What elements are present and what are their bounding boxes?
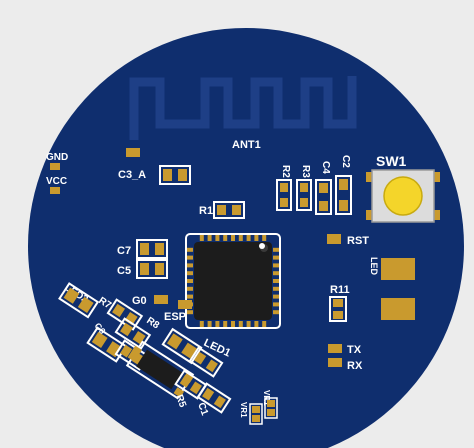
- c5-capacitor: [136, 259, 168, 279]
- chip-pin: [215, 321, 220, 327]
- chip-pin: [187, 310, 193, 315]
- c4-capacitor: C4: [315, 161, 332, 215]
- esp-pad: [178, 300, 192, 309]
- c7-capacitor: [136, 239, 168, 259]
- rx-label: RX: [347, 360, 363, 372]
- chip-pin: [231, 235, 235, 241]
- svg-text:R2: R2: [280, 165, 291, 178]
- c3a-label: C3_A: [118, 169, 146, 181]
- chip-pin: [254, 235, 259, 241]
- c1-label: C1: [195, 401, 210, 417]
- tx-label: TX: [347, 344, 362, 356]
- chip-pin: [187, 247, 193, 252]
- chip-pin: [273, 310, 279, 315]
- esp-chip: [185, 233, 281, 329]
- chip-pin: [273, 302, 279, 307]
- chip-pin: [187, 279, 193, 283]
- chip-pin: [223, 321, 228, 327]
- chip-pin: [187, 263, 193, 268]
- c2-capacitor: C2: [335, 155, 352, 215]
- chip-pin: [199, 235, 204, 241]
- c3a-capacitor: [159, 165, 191, 185]
- r11-label: R11: [330, 284, 350, 296]
- g0-label: G0: [132, 295, 147, 307]
- chip-pin: [262, 235, 267, 241]
- vcc-pad: [50, 187, 60, 194]
- c5-label: C5: [117, 265, 131, 277]
- chip-pin: [215, 235, 220, 241]
- r3-resistor: R3: [296, 165, 312, 211]
- r11-resistor: [329, 296, 347, 322]
- chip-pin: [231, 321, 235, 327]
- sw1-label: SW1: [376, 153, 407, 169]
- bottom-part-left: [249, 403, 263, 425]
- chip-pin: [199, 321, 204, 327]
- chip-pin: [273, 247, 279, 252]
- svg-text:C4: C4: [320, 161, 331, 174]
- pcb-board: [28, 28, 464, 448]
- rst-label: RST: [347, 235, 369, 247]
- chip-pin: [273, 294, 279, 299]
- c3a-pad-top: [126, 148, 140, 157]
- led-right-pad-bottom: [381, 298, 415, 320]
- regulator-passive-b: [188, 346, 224, 378]
- chip-pin: [238, 235, 243, 241]
- r1-resistor: [213, 201, 245, 219]
- chip-pin: [187, 255, 193, 260]
- esp-label: ESP: [164, 311, 186, 323]
- led-right-pad-top: [381, 258, 415, 280]
- chip-pin: [223, 235, 228, 241]
- svg-text:R3: R3: [300, 165, 311, 178]
- r2-resistor: R2: [276, 165, 292, 211]
- tx-pad: [328, 344, 342, 353]
- chip-pin: [273, 279, 279, 283]
- chip-pin: [273, 255, 279, 260]
- led-right-label: LED: [369, 257, 379, 276]
- chip-pin: [207, 235, 212, 241]
- gnd-label: GND: [46, 152, 68, 163]
- bottom-part-right: [264, 397, 278, 419]
- chip-pin: [273, 271, 279, 276]
- c1-capacitor: [196, 382, 232, 414]
- chip-pin: [187, 286, 193, 291]
- svg-text:C2: C2: [340, 155, 351, 168]
- vcc-label: VCC: [46, 176, 67, 187]
- chip-pin: [187, 294, 193, 299]
- rst-pad: [327, 234, 341, 244]
- chip-pin: [187, 271, 193, 276]
- antenna-trace: [129, 76, 357, 140]
- chip-pin: [246, 321, 251, 327]
- chip-pin: [273, 286, 279, 291]
- r7-resistor: [106, 298, 144, 331]
- reg-left-label: VR1: [239, 402, 248, 418]
- g0-pad: [154, 295, 168, 304]
- chip-pin: [254, 321, 259, 327]
- ant1-label: ANT1: [232, 139, 261, 151]
- rx-pad: [328, 358, 342, 367]
- r5-label: R5: [173, 393, 188, 409]
- sw1-button: [366, 169, 440, 223]
- r1-label: R1: [199, 205, 213, 217]
- led2: [58, 282, 100, 319]
- chip-pin: [207, 321, 212, 327]
- chip-pin: [262, 321, 267, 327]
- chip-pin: [238, 321, 243, 327]
- gnd-pad: [50, 163, 60, 170]
- chip-pin: [273, 263, 279, 268]
- c7-label: C7: [117, 245, 131, 257]
- chip-pin: [246, 235, 251, 241]
- r8-resistor: [114, 317, 152, 350]
